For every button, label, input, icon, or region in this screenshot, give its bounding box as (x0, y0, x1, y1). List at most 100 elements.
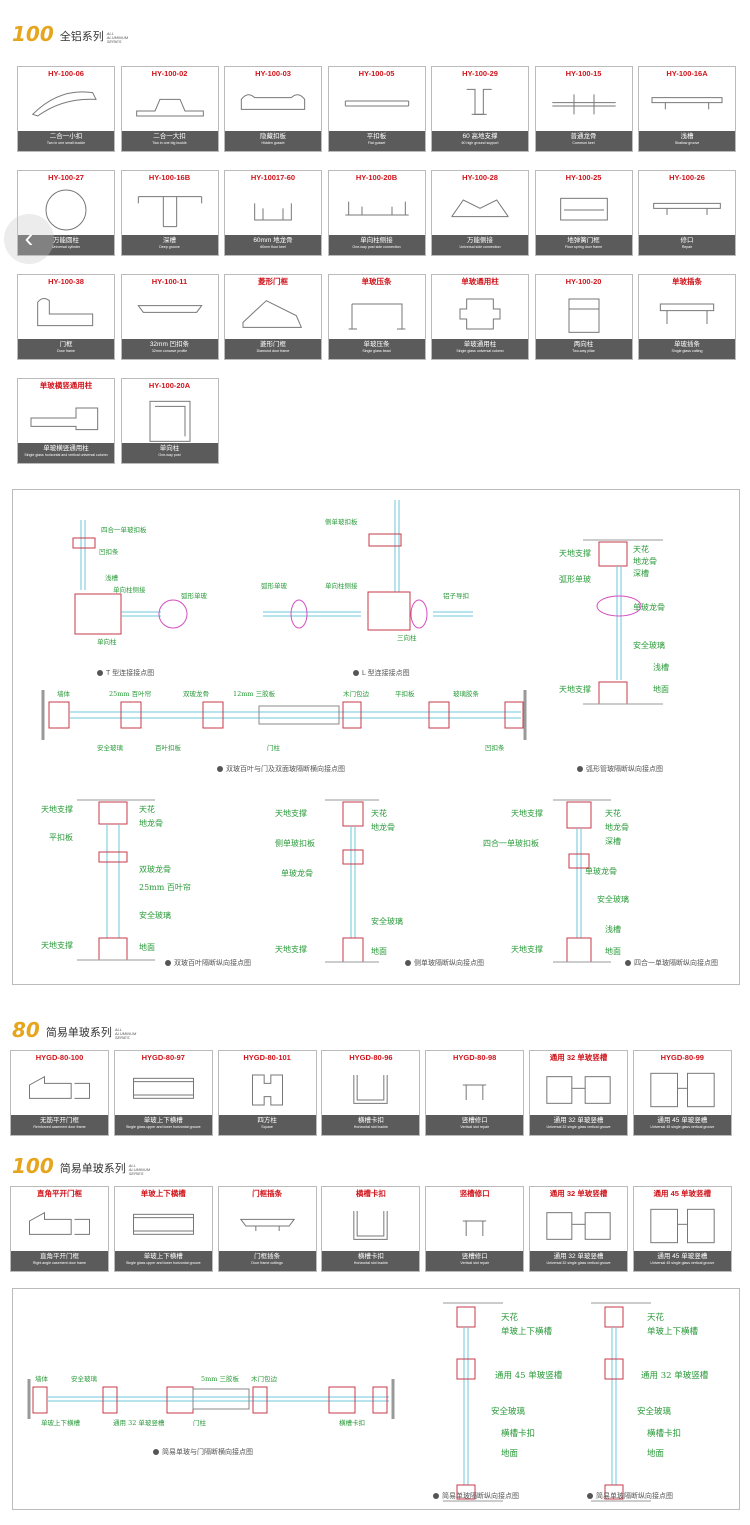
profile-drawing (645, 81, 729, 131)
label: 平扣板 (49, 833, 73, 842)
caption-en: Flat gusset (367, 141, 386, 145)
profile-drawing (328, 1065, 413, 1115)
caption-en: Horizontal slot buckle (353, 1125, 388, 1129)
label: 地面 (501, 1449, 519, 1459)
caption-cn: 单玻横竖通用柱 (43, 445, 89, 452)
caption-en: Universal 45 single glass vertical groov… (650, 1261, 715, 1265)
caption-en: Shallow groove (674, 141, 700, 145)
label: 单玻龙骨 (633, 603, 665, 612)
label: 单玻上下横槽 (647, 1327, 699, 1337)
label: 单玻龙骨 (585, 867, 617, 876)
profile-drawing (24, 185, 108, 235)
caption-cn: 单向柱 (159, 445, 180, 452)
label: 门柱 (193, 1419, 206, 1427)
chevron-left-icon: ‹ (24, 223, 34, 253)
label: 天花 (647, 1313, 665, 1323)
profile-drawing (121, 1201, 206, 1251)
label: 地面 (605, 947, 621, 956)
label: 25mm 百叶帘 (139, 883, 191, 892)
profile-drawing (542, 185, 626, 235)
carousel-prev-button[interactable]: ‹ (4, 214, 54, 264)
label: 安全玻璃 (637, 1407, 672, 1417)
label: 玻璃胶条 (453, 690, 479, 698)
caption-cn: 横槽卡扣 (357, 1253, 384, 1260)
label: 单玻龙骨 (281, 869, 313, 878)
profile-drawing (128, 289, 212, 339)
caption-text: 四合一单玻隔断纵向接点图 (634, 960, 718, 967)
caption-en: Single glass upper and lower horizontal … (125, 1261, 201, 1265)
caption-en: Vertical slot repair (460, 1261, 489, 1265)
product-code: HY-100-25 (565, 173, 602, 182)
product-code: HY-100-26 (669, 173, 705, 182)
caption-en: Right angle casement door frame (32, 1261, 87, 1265)
diagram-caption: 简易单玻隔断纵向接点图 (587, 1491, 673, 1501)
profile-drawing (640, 1065, 725, 1115)
caption-cn: 直角平开门框 (40, 1253, 79, 1260)
profile-drawing (24, 289, 108, 339)
diagram-caption: 侧单玻隔断纵向接点图 (405, 958, 484, 968)
section-number: 100 (12, 22, 54, 46)
profile-drawing (335, 289, 419, 339)
label: 弧形单玻 (261, 582, 287, 590)
simple-joint-drawing (27, 1302, 651, 1502)
caption-cn: 万能侧接 (467, 237, 493, 244)
label: 安全玻璃 (633, 641, 665, 650)
caption-text: 双玻百叶隔断纵向接点图 (174, 960, 251, 967)
caption-cn: 60mm 地龙骨 (253, 237, 293, 244)
product-code: HY-100-29 (462, 69, 498, 78)
caption-cn: 通用 32 单玻竖槽 (553, 1253, 604, 1260)
caption-en: Two-way pillar (572, 349, 595, 353)
caption-cn: 万能圆柱 (53, 237, 79, 244)
caption-cn: 竖槽修口 (461, 1117, 488, 1124)
label: 四合一单玻扣板 (483, 839, 539, 848)
label: 天花 (371, 809, 387, 818)
product-code: HY-100-28 (462, 173, 498, 182)
product-code: HY-100-06 (48, 69, 84, 78)
